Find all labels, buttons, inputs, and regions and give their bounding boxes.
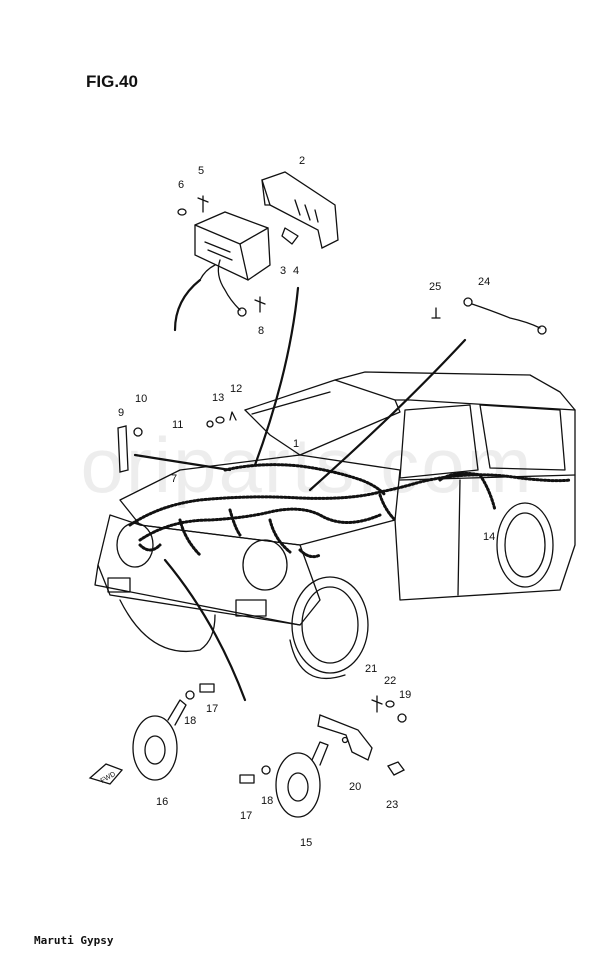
- bolts-relay: [177, 195, 266, 313]
- callout-4: 4: [293, 265, 299, 277]
- callout-3: 3: [280, 265, 286, 277]
- forward-arrow-icon: FWD: [88, 763, 124, 785]
- horn-16: [132, 683, 215, 781]
- callout-10: 10: [135, 393, 147, 405]
- horn-bracket-20: [317, 695, 407, 776]
- relay-box: [194, 211, 271, 317]
- vehicle-model-label: Maruti Gypsy: [34, 934, 114, 947]
- callout-22: 22: [384, 675, 396, 687]
- horn-15: [239, 741, 329, 818]
- figure-title: FIG.40: [86, 72, 138, 91]
- callout-8: 8: [258, 325, 264, 337]
- callout-7: 7: [171, 473, 177, 485]
- callout-9: 9: [118, 407, 124, 419]
- callout-21: 21: [365, 663, 377, 675]
- callout-15: 15: [300, 837, 312, 849]
- callout-17-upper: 17: [206, 703, 218, 715]
- callout-20: 20: [349, 781, 361, 793]
- callout-13: 13: [212, 392, 224, 404]
- bracket-part-2: [261, 171, 339, 249]
- ground-cable-24: [431, 297, 547, 335]
- callout-18-lower: 18: [261, 795, 273, 807]
- callout-6: 6: [178, 179, 184, 191]
- callout-25: 25: [429, 281, 441, 293]
- callout-2: 2: [299, 155, 305, 167]
- callout-23: 23: [386, 799, 398, 811]
- callout-19: 19: [399, 689, 411, 701]
- callout-11: 11: [172, 419, 183, 431]
- callout-1: 1: [293, 438, 299, 450]
- callout-labels: 1 2 3 4 5 6 7 8 9 10 11 12 13 14 15 16 1…: [118, 155, 495, 849]
- callout-18-upper: 18: [184, 715, 196, 727]
- vehicle-body: [94, 371, 576, 680]
- small-parts-left: [117, 411, 237, 473]
- callout-24: 24: [478, 276, 490, 288]
- callout-5: 5: [198, 165, 204, 177]
- callout-12: 12: [230, 383, 242, 395]
- callout-16: 16: [156, 796, 168, 808]
- watermark: oriparts.com: [80, 421, 534, 509]
- callout-14: 14: [483, 531, 495, 543]
- wiring-harness: [128, 463, 572, 559]
- callout-17-lower: 17: [240, 810, 252, 822]
